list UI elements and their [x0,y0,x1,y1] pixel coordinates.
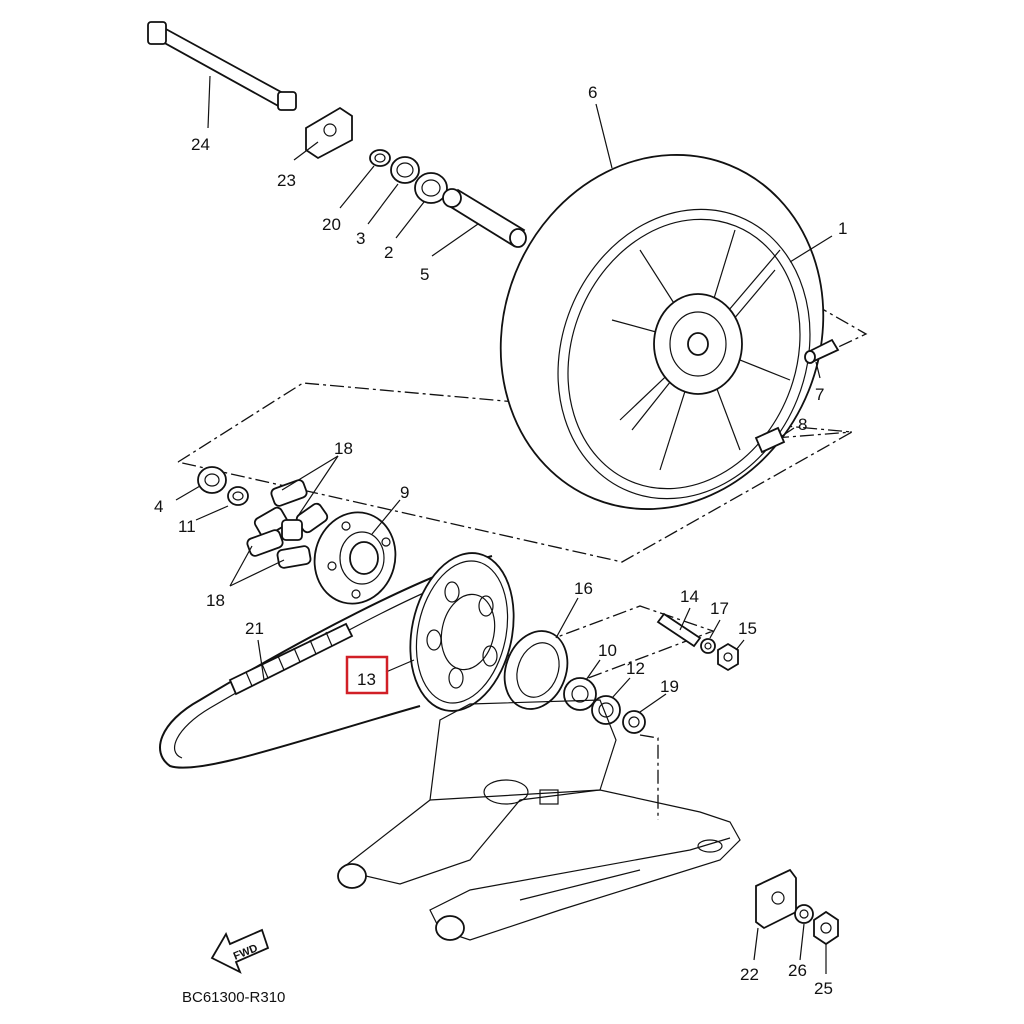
callout-1: 1 [838,219,847,238]
clutch-hub-damper-18 [246,479,329,569]
callout-18-bottom: 18 [206,591,225,610]
bearing-2 [414,172,448,204]
callout-23: 23 [277,171,296,190]
callout-leader-lines [175,75,833,974]
bearing-10 [563,677,597,711]
callout-labels: 1 2 3 4 5 6 7 8 9 10 11 12 13 14 15 16 1… [154,83,847,998]
drive-chain-21 [159,555,493,769]
callout-11: 11 [178,517,196,536]
oil-seal-12 [591,695,621,725]
callout-26: 26 [788,961,807,980]
callout-3: 3 [356,229,365,248]
oil-seal-3 [390,156,420,184]
callout-14: 14 [680,587,699,606]
washer-17 [700,638,716,654]
spacer-5 [442,188,527,248]
callout-21: 21 [245,619,264,638]
callout-6: 6 [588,83,597,102]
callout-7: 7 [815,385,824,404]
callout-8: 8 [798,415,807,434]
callout-5: 5 [420,265,429,284]
rear-wheel-cast [567,218,801,490]
callout-10: 10 [598,641,617,660]
callout-2: 2 [384,243,393,262]
drawing-code: BC61300-R310 [182,989,285,1006]
collar-11 [227,486,249,506]
callout-19: 19 [660,677,679,696]
nut-25 [813,910,839,946]
clutch-hub-9 [313,511,397,605]
callout-25: 25 [814,979,833,998]
balance-weight-8 [754,426,786,454]
callout-4: 4 [154,497,163,516]
washer-26 [794,904,814,924]
highlight-box-13 [345,655,389,695]
bearing-4 [197,466,227,494]
callout-9: 9 [400,483,409,502]
sprocket-plate-16 [503,630,569,710]
callout-18-top: 18 [334,439,353,458]
chain-adjuster-left [305,106,353,160]
valve-stem-7 [804,338,840,364]
callout-16: 16 [574,579,593,598]
rear-wheel-axle [147,21,297,111]
driven-sprocket-13 [409,552,515,712]
chain-adjuster-right [755,868,797,930]
callout-20: 20 [322,215,341,234]
stud-bolt-14 [656,612,702,648]
collar-19 [622,710,646,734]
forward-direction-arrow: FWD [210,928,270,974]
nut-15 [717,642,739,672]
callout-15: 15 [738,619,757,638]
callout-13: 13 [357,670,376,689]
callout-12: 12 [626,659,645,678]
collar-20 [369,149,391,167]
callout-22: 22 [740,965,759,984]
swingarm [337,699,741,941]
callout-24: 24 [191,135,210,154]
callout-17: 17 [710,599,729,618]
